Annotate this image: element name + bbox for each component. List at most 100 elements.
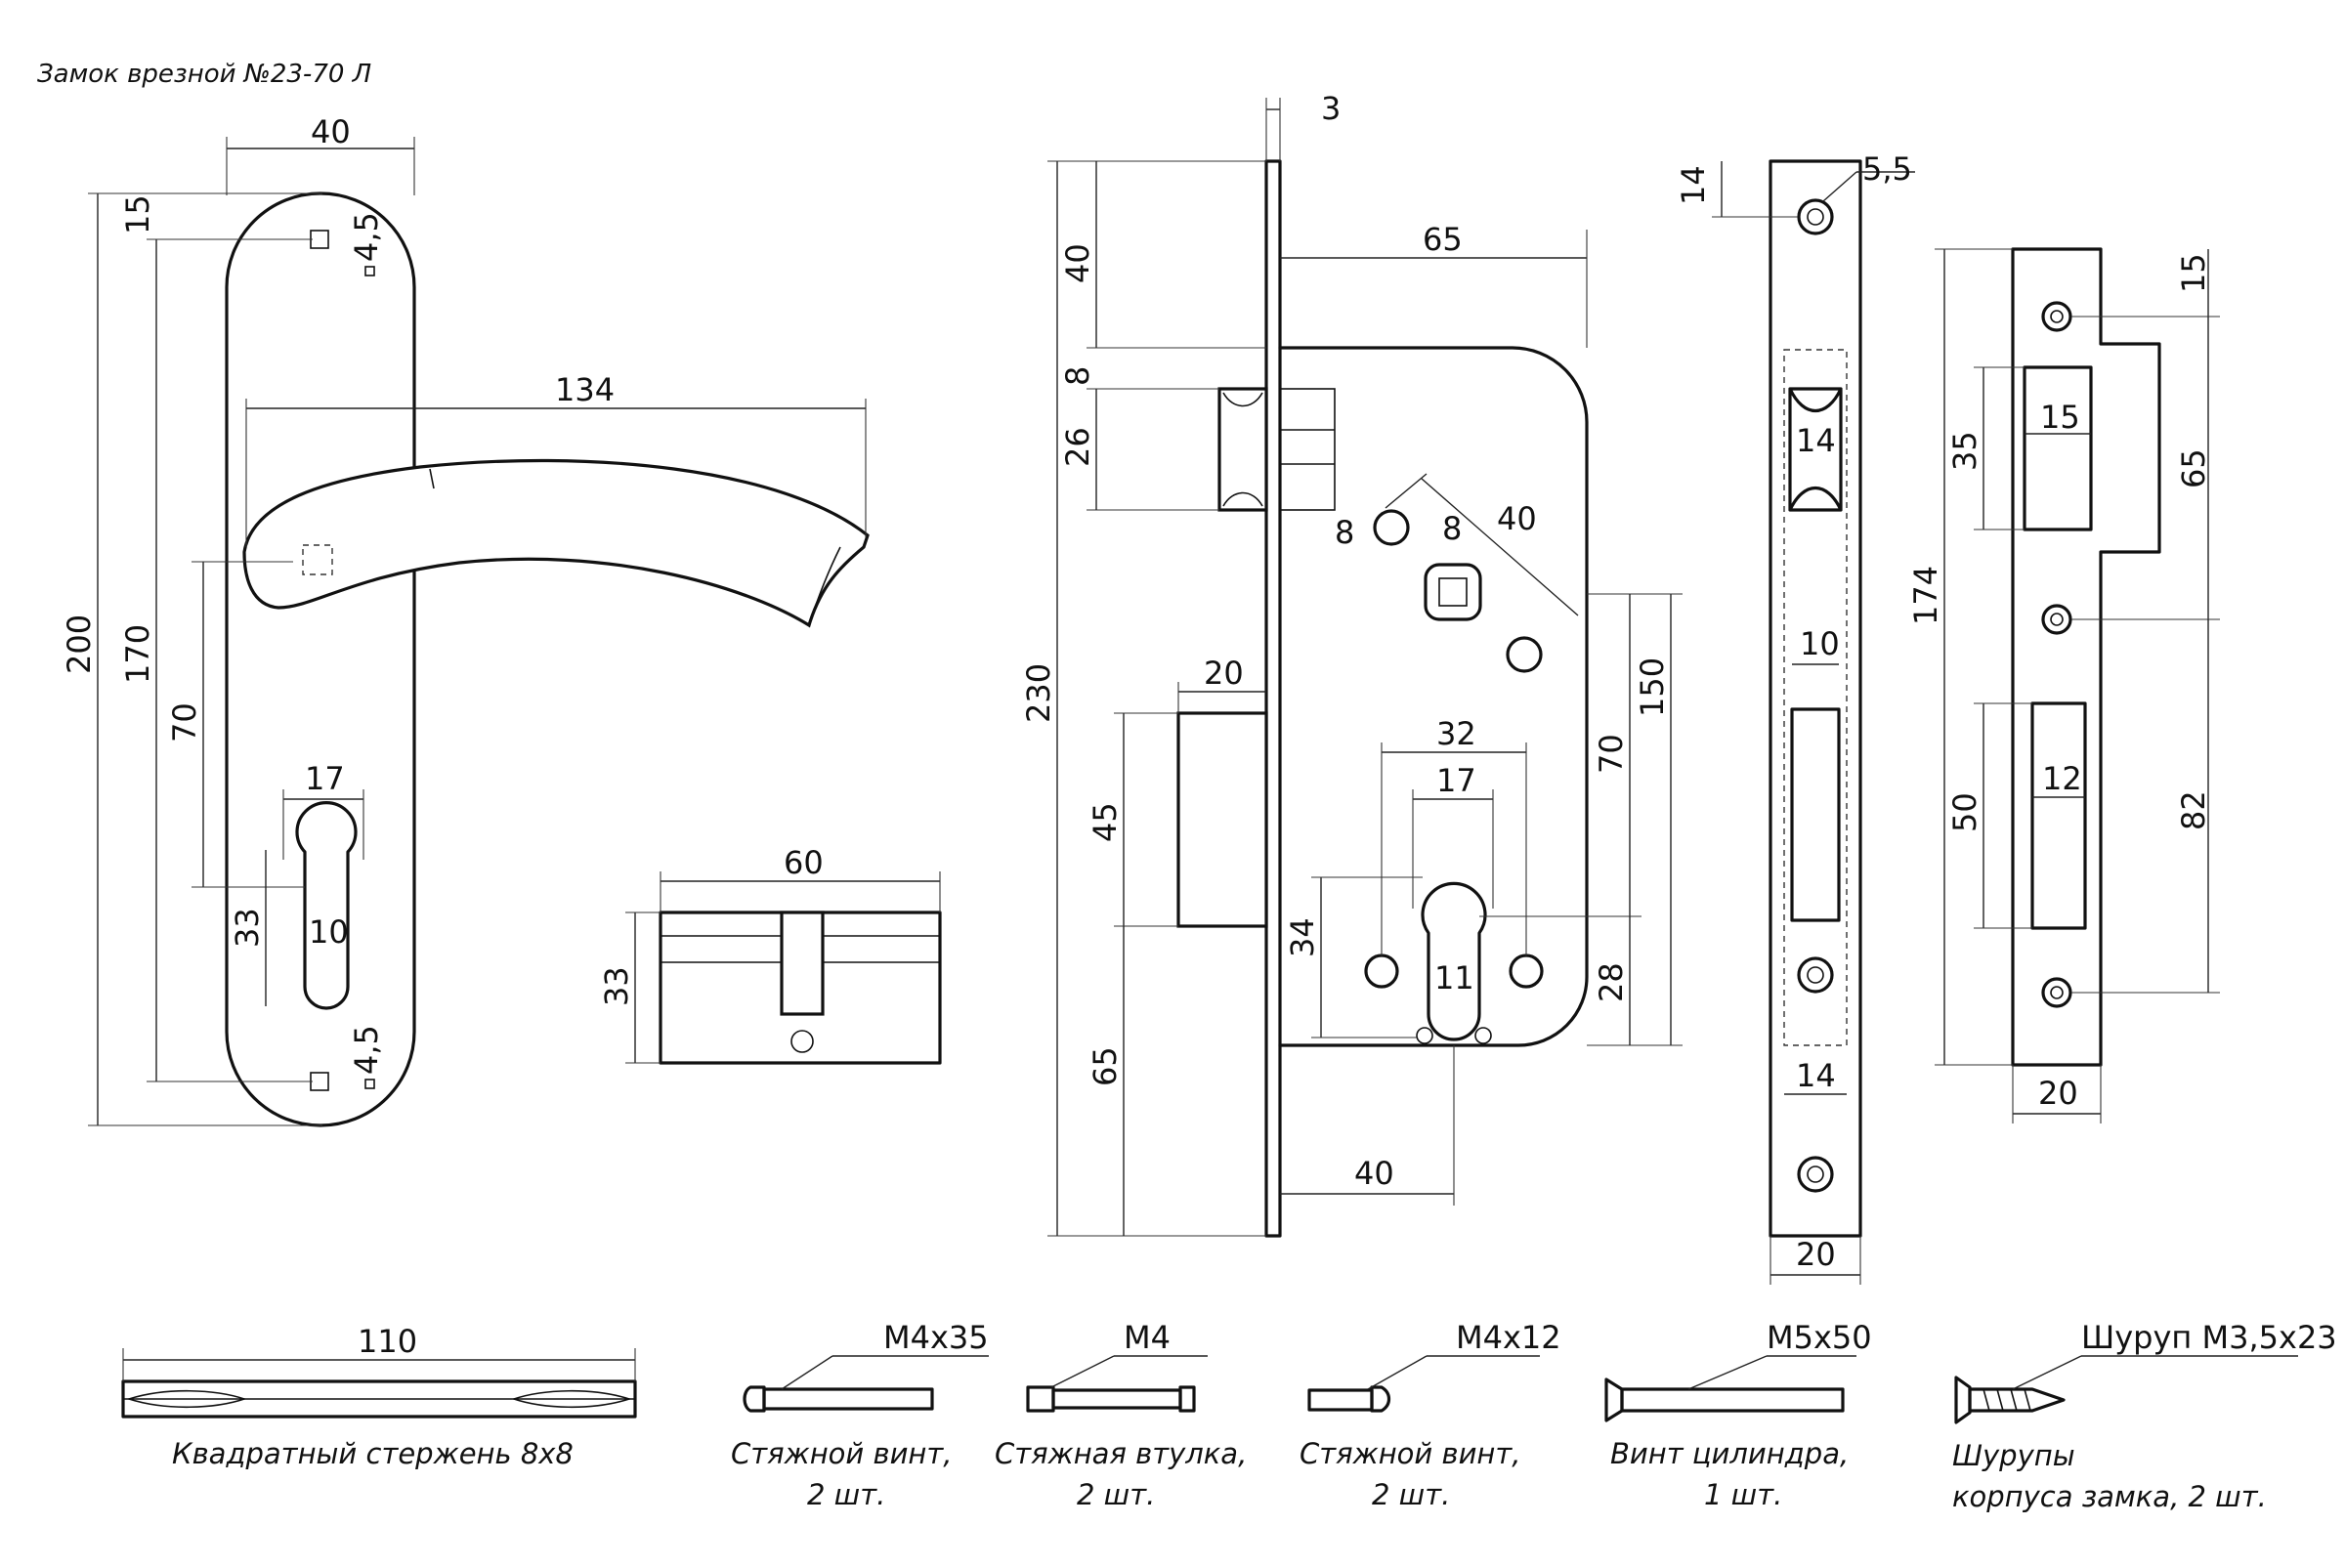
latch-inner bbox=[1279, 388, 1336, 511]
lock-dim-faceplate: 3 bbox=[1321, 90, 1341, 127]
door-handle: 40 200 170 15 4,5 4,5 134 70 17 33 10 bbox=[61, 113, 870, 1127]
handle-spindle-square bbox=[302, 544, 333, 575]
lock-spindle-square bbox=[1424, 563, 1482, 621]
accessory-sleeve-m4: М4 Стяжная втулка, 2 шт. bbox=[995, 1319, 1247, 1511]
strike-dim-latch-h: 35 bbox=[1946, 431, 1983, 471]
handle-dim-height: 200 bbox=[61, 614, 98, 674]
cylinder-cam bbox=[780, 911, 825, 1016]
faceplate-dim-width: 20 bbox=[1796, 1236, 1836, 1273]
accessory-wood-screw: Шуруп М3,5х23 Шурупы корпуса замка, 2 шт… bbox=[1952, 1319, 2337, 1513]
lock-screw-left bbox=[1364, 954, 1399, 989]
handle-dim-top-offset: 15 bbox=[119, 194, 156, 234]
accessory-rod-label: Квадратный стержень 8х8 bbox=[172, 1437, 574, 1470]
lever-bevel bbox=[808, 546, 841, 626]
lock-dim-latch: 26 bbox=[1059, 427, 1096, 467]
lock-dim-spindle: 8 bbox=[1442, 510, 1462, 547]
accessory-m4x12-label1: Стяжной винт, bbox=[1300, 1437, 1521, 1470]
lock-dim-spindle-to-cyl: 70 bbox=[1593, 734, 1630, 774]
accessory-m4-spec: М4 bbox=[1124, 1319, 1171, 1356]
accessory-m4x35-label2: 2 шт. bbox=[807, 1478, 885, 1511]
accessories: 110 Квадратный стержень 8х8 М4х35 Стяжно… bbox=[121, 1319, 2337, 1513]
faceplate-bolt-window bbox=[1790, 707, 1841, 922]
faceplate-dim-latch: 14 bbox=[1796, 422, 1836, 459]
handle-screw-top bbox=[310, 230, 329, 249]
latch-bevel bbox=[1222, 392, 1263, 507]
handle-dim-hole-bottom: 4,5 bbox=[348, 1025, 385, 1075]
accessory-m5x50-label1: Винт цилиндра, bbox=[1610, 1437, 1849, 1470]
accessory-square-rod: 110 Квадратный стержень 8х8 bbox=[121, 1323, 637, 1470]
cylinder-dim-length: 60 bbox=[784, 844, 824, 881]
accessory-rod-spec: 110 bbox=[358, 1323, 417, 1360]
faceplate-screw-mid bbox=[1797, 956, 1834, 994]
lock-hole-upper bbox=[1373, 509, 1410, 546]
handle-dim-cyl-width: 17 bbox=[305, 760, 345, 797]
handle-cylinder-hole bbox=[295, 801, 358, 1010]
strike-dim-width: 20 bbox=[2038, 1075, 2078, 1112]
accessory-m4-label1: Стяжная втулка, bbox=[995, 1437, 1247, 1470]
faceplate-dim-lower: 14 bbox=[1796, 1057, 1836, 1094]
lock-dim-gap: 8 bbox=[1059, 366, 1096, 386]
strike-dim-bolt-h: 50 bbox=[1946, 792, 1983, 832]
accessory-screw-m5x50: М5х50 Винт цилиндра, 1 шт. bbox=[1604, 1319, 1872, 1511]
handle-screw-bottom bbox=[310, 1072, 329, 1091]
faceplate-dim-hole: 5,5 bbox=[1862, 150, 1912, 188]
lock-dim-cyl-bottom: 11 bbox=[1434, 959, 1474, 996]
handle-dim-lever-length: 134 bbox=[555, 371, 615, 408]
accessory-wood-spec: Шуруп М3,5х23 bbox=[2081, 1319, 2337, 1356]
handle-dim-hole-top: 4,5 bbox=[348, 212, 385, 262]
accessory-wood-label1: Шурупы bbox=[1952, 1439, 2075, 1472]
lock-body: 3 65 230 40 8 26 20 45 65 8 8 40 150 bbox=[1020, 90, 1683, 1238]
lock-dim-bolt-width: 20 bbox=[1204, 655, 1244, 692]
strike-latch-window bbox=[2023, 365, 2093, 531]
cylinder-dim-height: 33 bbox=[598, 966, 635, 1006]
lever-step bbox=[429, 468, 435, 489]
faceplate-screw-bottom bbox=[1797, 1156, 1834, 1193]
lock-dim-hole-diam: 8 bbox=[1335, 514, 1354, 551]
lock-dim-body-height: 150 bbox=[1634, 657, 1671, 717]
strike-dim-latch-w: 15 bbox=[2040, 399, 2080, 436]
lock-dim-cyl-span: 17 bbox=[1436, 762, 1476, 799]
handle-dim-width: 40 bbox=[311, 113, 351, 150]
lock-dim-backset: 40 bbox=[1354, 1155, 1394, 1192]
accessory-m5x50-label2: 1 шт. bbox=[1704, 1478, 1782, 1511]
lock-dim-body-width: 65 bbox=[1423, 221, 1463, 258]
handle-mini-top bbox=[364, 266, 375, 276]
lock-cylinder: 60 33 bbox=[598, 844, 942, 1065]
accessory-m5x50-spec: М5х50 bbox=[1767, 1319, 1872, 1356]
faceplate-screw-top bbox=[1797, 198, 1834, 235]
strike-screw-bottom bbox=[2041, 977, 2072, 1008]
lock-dim-bolt-height: 45 bbox=[1087, 802, 1124, 842]
accessory-screw-m4x35: М4х35 Стяжной винт, 2 шт. bbox=[731, 1319, 989, 1511]
strike-plate: 174 15 35 15 65 50 12 82 20 bbox=[1907, 247, 2220, 1123]
lock-dim-screw-span: 32 bbox=[1436, 715, 1476, 752]
strike-dim-bolt-w: 12 bbox=[2042, 760, 2082, 797]
lock-faceplate: 14 5,5 14 10 14 20 bbox=[1675, 150, 1915, 1285]
accessory-m4x12-spec: М4х12 bbox=[1456, 1319, 1561, 1356]
lock-cylinder-hole bbox=[1421, 881, 1487, 1041]
lock-hole-mid bbox=[1506, 636, 1543, 673]
lock-case bbox=[1278, 346, 1589, 1047]
faceplate-body-outline bbox=[1783, 349, 1848, 1046]
strike-screw-top bbox=[2041, 301, 2072, 332]
lock-dim-total-height: 230 bbox=[1020, 663, 1057, 723]
accessory-m4x35-label1: Стяжной винт, bbox=[731, 1437, 953, 1470]
faceplate-outline bbox=[1769, 159, 1862, 1238]
cylinder-screw-hole bbox=[790, 1030, 814, 1053]
lock-latch bbox=[1217, 387, 1268, 512]
handle-dim-cyl-slot: 10 bbox=[309, 913, 349, 951]
handle-lever bbox=[242, 458, 870, 628]
lock-faceplate-side bbox=[1264, 159, 1282, 1238]
lock-dim-top: 40 bbox=[1059, 243, 1096, 283]
accessory-wood-label2: корпуса замка, 2 шт. bbox=[1952, 1480, 2267, 1513]
faceplate-dim-top: 14 bbox=[1675, 165, 1712, 205]
lock-deadbolt bbox=[1176, 711, 1268, 928]
faceplate-latch-window bbox=[1788, 387, 1843, 512]
lock-dim-bottom: 65 bbox=[1087, 1046, 1124, 1086]
lock-dim-cyl-to-bottom: 28 bbox=[1593, 962, 1630, 1002]
faceplate-dim-bolt: 10 bbox=[1800, 625, 1840, 662]
strike-dim-upper: 65 bbox=[2175, 448, 2212, 488]
accessory-screw-m4x12: М4х12 Стяжной винт, 2 шт. bbox=[1300, 1319, 1561, 1511]
handle-mini-bottom bbox=[364, 1079, 375, 1089]
